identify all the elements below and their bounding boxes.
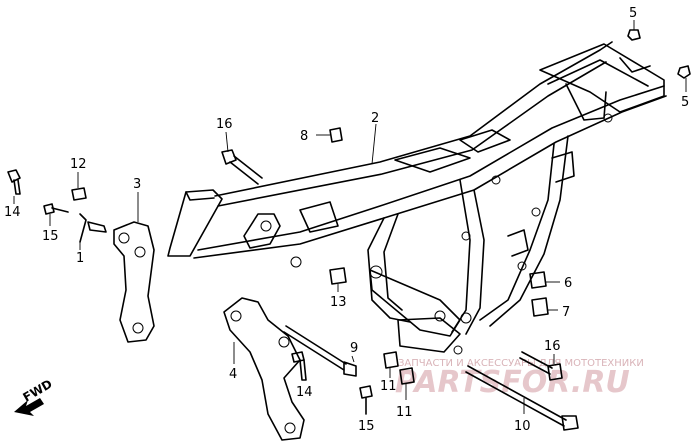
bolt-9 [283,325,357,377]
plate-6 [529,271,560,289]
label-plate-8 [316,127,343,143]
bracket-4 [223,297,305,441]
callout-15-bottom: 15 [358,419,375,434]
bolt-14-left [7,169,21,204]
plate-7 [531,297,558,317]
bolt-16-top [221,131,263,185]
fwd-direction-marker: FWD [14,377,55,416]
watermark-brand: PARTSFOR.RU [395,365,630,400]
nut-11-right [399,367,415,400]
callout-10: 10 [514,419,531,434]
bolt-10 [465,365,579,431]
leader-2 [371,123,377,165]
callout-1: 1 [76,251,84,266]
callout-11-left: 11 [380,379,397,394]
nut-11-left [383,351,399,378]
callout-12: 12 [70,157,87,172]
callout-16-bottom: 16 [544,339,561,354]
bolt-15-bottom [359,385,373,415]
callout-13: 13 [330,295,347,310]
callout-14-left: 14 [4,205,21,220]
callout-4: 4 [229,367,237,382]
callout-3: 3 [133,177,141,192]
bolt-14-bottom [291,351,307,381]
bolt-1 [79,213,107,250]
callout-5-top: 5 [629,6,637,21]
nut-5-right [677,65,691,92]
nut-13 [329,267,347,292]
bolt-16-bottom [519,351,563,381]
callout-5-right: 5 [681,95,689,110]
callout-7: 7 [562,305,570,320]
frame-body [167,41,667,355]
watermark-tagline: ЗАПЧАСТИ И АКСЕССУАРЫ ДЛЯ МОТОТЕХНИКИ [398,358,644,369]
callout-14-bottom: 14 [296,385,313,400]
bracket-3 [113,192,155,343]
callout-16-top: 16 [216,117,233,132]
callout-6: 6 [564,276,572,291]
callout-2: 2 [371,111,379,126]
bolt-15-left [43,203,69,226]
fwd-arrow-icon [14,398,44,416]
nut-12 [71,172,87,201]
callout-15-left: 15 [42,229,59,244]
nut-5-top [627,20,641,41]
callout-9: 9 [350,341,358,356]
callout-11-right: 11 [396,405,413,420]
callout-8: 8 [300,129,308,144]
